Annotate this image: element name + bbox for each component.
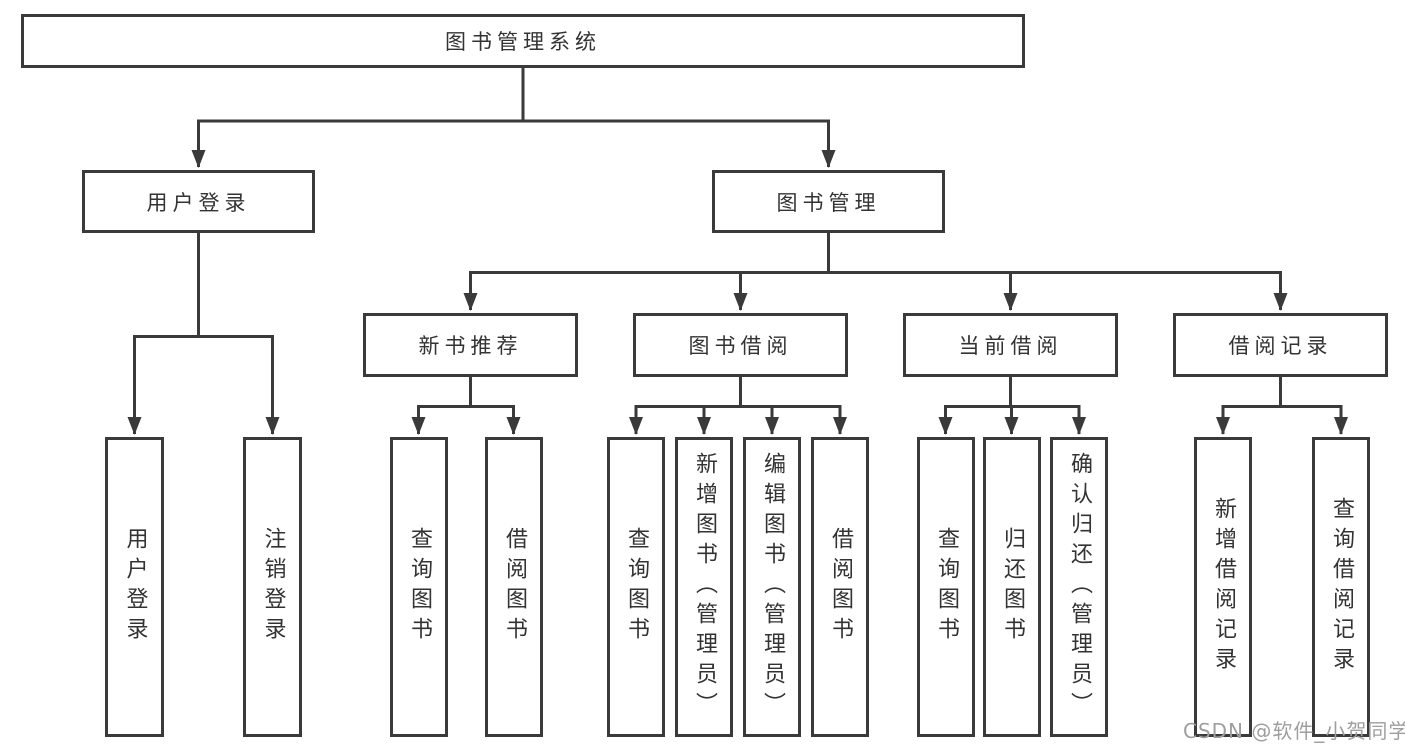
leaf-current-confirm-return-admin: 确认归还（管理员） [1050,437,1108,737]
leaf-current-query-books: 查询图书 [917,437,975,737]
leaf-user-login: 用户登录 [105,437,164,737]
leaf-current-return-books: 归还图书 [983,437,1041,737]
leaf-records-add-record: 新增借阅记录 [1194,437,1252,737]
node-book-borrow: 图书借阅 [633,313,848,377]
leaf-borrow-add-books-admin: 新增图书（管理员） [675,437,733,737]
node-root: 图书管理系统 [21,14,1025,68]
leaf-borrow-borrow-books: 借阅图书 [811,437,869,737]
csdn-watermark: CSDN @软件_小贺同学 [1183,719,1405,743]
leaf-borrow-edit-books-admin: 编辑图书（管理员） [743,437,801,737]
leaf-logout-login: 注销登录 [243,437,302,737]
leaf-borrow-query-books: 查询图书 [607,437,665,737]
node-user-login: 用户登录 [82,170,315,233]
node-new-book-recommend: 新书推荐 [363,313,578,377]
node-current-borrow: 当前借阅 [903,313,1118,377]
leaf-recommend-borrow-books: 借阅图书 [485,437,543,737]
leaf-records-query-record: 查询借阅记录 [1312,437,1370,737]
node-book-management: 图书管理 [712,170,945,233]
node-borrow-records: 借阅记录 [1173,313,1388,377]
leaf-recommend-query-books: 查询图书 [390,437,448,737]
